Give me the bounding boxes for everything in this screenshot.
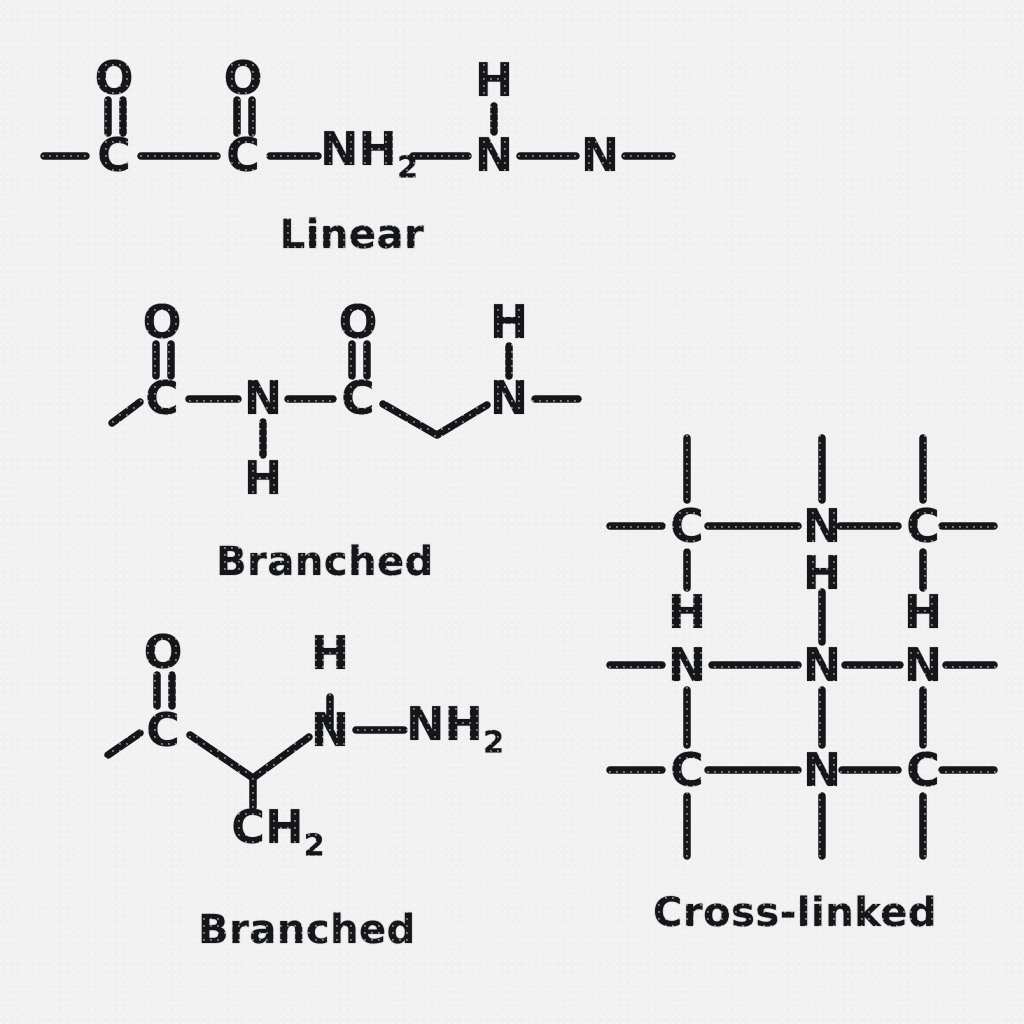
bond-c2-ch2-n2-zigzag bbox=[379, 400, 491, 439]
atom-oxygen: O bbox=[223, 51, 263, 105]
atom-carbon: C bbox=[341, 371, 375, 425]
atom-carbon: C bbox=[906, 743, 940, 797]
atom-oxygen: O bbox=[338, 295, 378, 349]
panel-caption-branched-top: Branched bbox=[216, 539, 434, 585]
panel-caption-cross-linked: Cross-linked bbox=[653, 890, 937, 936]
atom-group-nh2: NH2 bbox=[319, 121, 419, 186]
atom-hydrogen: H bbox=[667, 585, 707, 639]
atom-carbon: C bbox=[145, 371, 179, 425]
atom-nitrogen: N bbox=[667, 638, 707, 692]
atom-nitrogen: N bbox=[580, 128, 620, 182]
atom-carbon: C bbox=[97, 128, 131, 182]
atom-group-nh2: NH2 bbox=[405, 696, 505, 761]
atom-nitrogen: N bbox=[489, 371, 529, 425]
branched-top-bonds bbox=[108, 340, 582, 459]
atom-nitrogen: N bbox=[310, 703, 350, 757]
atom-carbon: C bbox=[906, 499, 940, 553]
atom-carbon: C bbox=[670, 499, 704, 553]
atom-hydrogen: H bbox=[489, 295, 529, 349]
atom-nitrogen: N bbox=[243, 371, 283, 425]
atom-nitrogen: N bbox=[802, 638, 842, 692]
atom-hydrogen: H bbox=[474, 53, 514, 107]
atom-carbon: C bbox=[670, 743, 704, 797]
bond-c1-branchpoint-n1-zigzag bbox=[186, 731, 313, 782]
atom-oxygen: O bbox=[143, 625, 183, 679]
bond-terminal-left bbox=[108, 398, 144, 427]
atom-carbon: C bbox=[226, 128, 260, 182]
atom-oxygen: O bbox=[94, 51, 134, 105]
atom-nitrogen: N bbox=[802, 743, 842, 797]
panel-caption-branched-bottom: Branched bbox=[198, 907, 416, 953]
atom-oxygen: O bbox=[142, 295, 182, 349]
atom-hydrogen: H bbox=[802, 546, 842, 600]
bond-terminal-left bbox=[104, 729, 144, 759]
atom-group-ch2: CH2 bbox=[231, 799, 325, 864]
cross-linked-bonds bbox=[606, 434, 998, 860]
atom-nitrogen: N bbox=[903, 638, 943, 692]
atom-nitrogen: N bbox=[802, 499, 842, 553]
atom-nitrogen: N bbox=[474, 128, 514, 182]
atom-hydrogen: H bbox=[903, 585, 943, 639]
atom-hydrogen: H bbox=[310, 626, 350, 680]
atom-hydrogen: H bbox=[243, 451, 283, 505]
panel-caption-linear: Linear bbox=[279, 212, 425, 258]
linear-bonds bbox=[40, 96, 676, 160]
branched-bottom-bonds bbox=[104, 671, 408, 811]
atom-carbon: C bbox=[146, 703, 180, 757]
